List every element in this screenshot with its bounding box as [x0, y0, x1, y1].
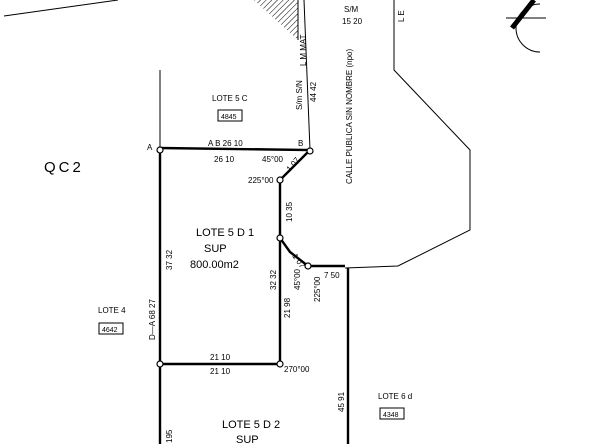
measure-sm-side-val: 44 42 [309, 81, 318, 102]
measure-lmmat: L M MAT [299, 34, 308, 66]
hatched-area [254, 0, 298, 40]
lote-5d2-name: LOTE 5 D 2 [222, 419, 280, 431]
measure-1035: 10 35 [285, 201, 294, 222]
measure-sm-top: S/M [344, 5, 359, 14]
measure-sm-val: 15 20 [342, 17, 363, 26]
lote-5d1-sup: SUP [204, 243, 227, 255]
vertex-arc [276, 234, 284, 242]
measure-le: L E [397, 10, 406, 22]
point-a-label: A [147, 143, 153, 152]
north-arrow-icon [506, 0, 546, 53]
lote-5c-code: 4845 [221, 114, 237, 121]
vertex-d [156, 360, 164, 368]
vertex-225b [304, 262, 312, 270]
vertex-b [306, 147, 314, 155]
street-name: CALLE PUBLICA SIN NOMBRE (npo) [345, 49, 354, 184]
vertex-225a [276, 176, 284, 184]
measure-2198: 21 98 [283, 297, 292, 318]
measure-angle-225b: 225°00 [313, 276, 322, 302]
measure-angle-270: 270°00 [284, 365, 310, 374]
lote-5d1-bottom-boundary [160, 238, 282, 366]
measure-ab-bottom: 26 10 [214, 155, 235, 164]
lote-6d-code: 4348 [383, 412, 399, 419]
measure-da6827: D—A 68 27 [148, 299, 157, 340]
lote-5d1-area: 800.00m2 [190, 259, 239, 271]
measure-107: 1 07 [285, 155, 302, 173]
measure-4591: 45 91 [337, 391, 346, 412]
vertex-a [156, 146, 164, 154]
measure-2110-top: 21 10 [210, 353, 231, 362]
lote-6d-code-box [379, 407, 405, 420]
lote-5d1-name: LOTE 5 D 1 [196, 227, 254, 239]
measure-195: 195 [165, 429, 174, 443]
vertex-270 [276, 360, 284, 368]
measure-sm-side: S/m S/N [295, 80, 304, 110]
measure-angle-b: 45°00 [262, 155, 284, 164]
lote-5c-name: LOTE 5 C [212, 94, 248, 103]
lote-4-code: 4642 [102, 327, 118, 334]
measure-2110-bottom: 21 10 [210, 367, 231, 376]
lote-5d1-boundary [159, 146, 345, 268]
lote-6d-name: LOTE 6 d [378, 392, 412, 401]
lote-4-name: LOTE 4 [98, 306, 126, 315]
lote-5c-code-box [217, 109, 243, 122]
zone-label: QC2 [44, 159, 84, 176]
measure-angle-225a: 225°00 [248, 176, 274, 185]
lote-5d2-sup: SUP [236, 434, 259, 444]
lote-4-code-box [98, 322, 124, 335]
measure-3232: 32 32 [269, 269, 278, 290]
measure-750: 7 50 [324, 271, 340, 280]
measure-ab-top: A B 26 10 [208, 139, 243, 148]
street-left-edge [303, 0, 311, 151]
street-right-edge [344, 0, 471, 269]
measure-1-07b: 1 07 [290, 252, 307, 270]
point-b-label: B [298, 139, 303, 148]
measure-angle-45b: 45°00 [293, 268, 302, 290]
upper-boundary-line [3, 0, 119, 17]
measure-3732: 37 32 [165, 249, 174, 270]
